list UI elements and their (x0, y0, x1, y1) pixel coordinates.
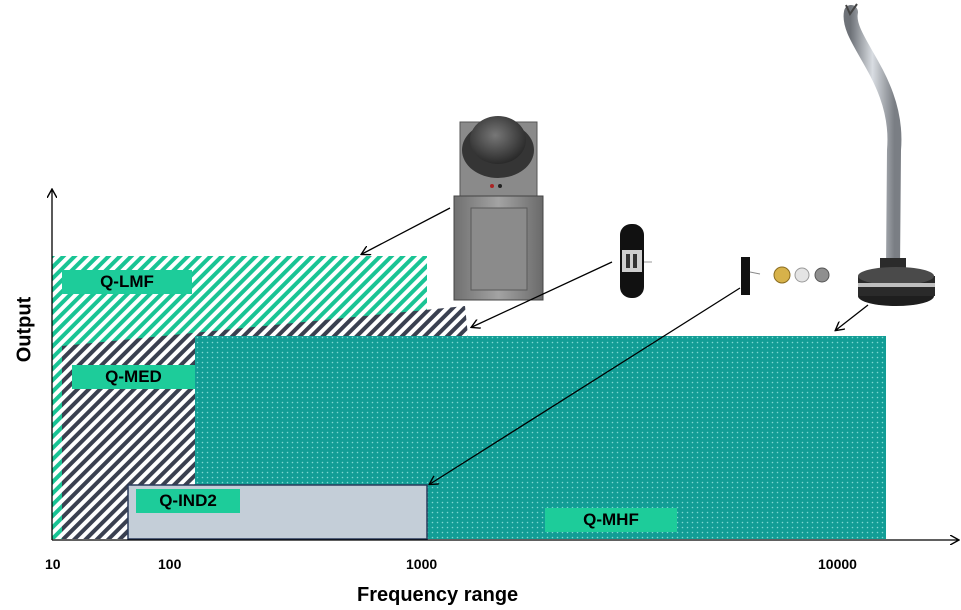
tall-speaker-cabinet-icon (453, 116, 544, 301)
arrow-ind2 (430, 287, 741, 484)
label-q-lmf: Q-LMF (62, 270, 192, 294)
x-tick-10: 10 (45, 556, 61, 572)
gooseneck-probe-icon (843, 3, 935, 306)
x-tick-1000: 1000 (406, 556, 438, 572)
y-axis-title: Output (13, 296, 36, 363)
small-sensor-with-coins-icon (741, 257, 830, 295)
x-axis-title: Frequency range (357, 584, 519, 606)
arrow-med (472, 261, 613, 327)
cylindrical-sensor-icon (620, 224, 652, 298)
zone-q-med (62, 306, 468, 539)
label-q-ind2: Q-IND2 (136, 489, 240, 513)
label-q-mhf: Q-MHF (545, 508, 677, 532)
label-q-med: Q-MED (72, 365, 195, 389)
x-tick-100: 100 (158, 556, 182, 572)
arrow-mhf (836, 304, 869, 330)
x-tick-10000: 10000 (818, 556, 857, 572)
arrow-lmf (362, 207, 451, 254)
